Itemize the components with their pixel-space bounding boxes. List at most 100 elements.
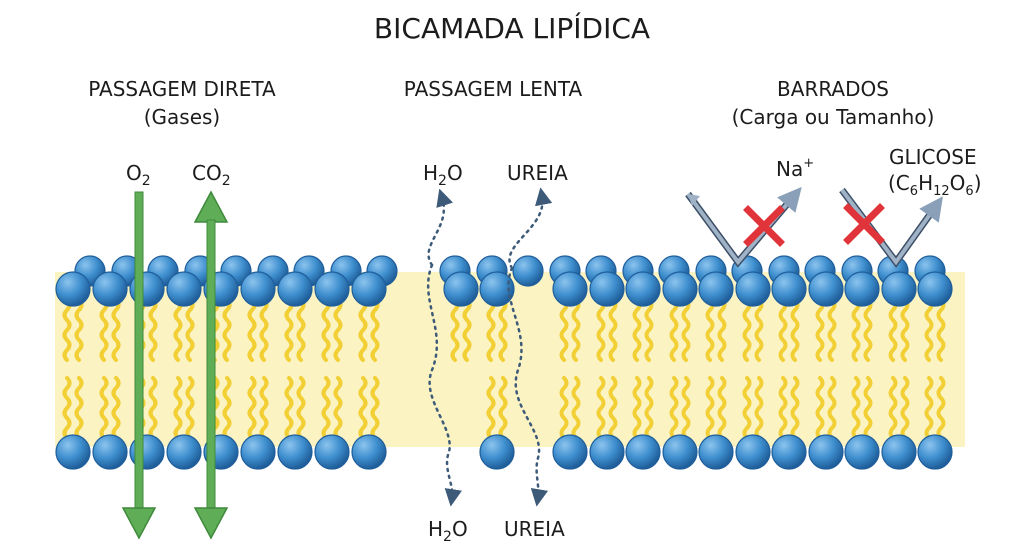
lower-lipid-tail bbox=[358, 376, 368, 440]
upper-lipid-tail bbox=[74, 298, 84, 362]
lipid-head bbox=[917, 434, 953, 470]
lipid-head bbox=[662, 271, 698, 307]
h2o-crossing-path-arrow bbox=[427, 263, 462, 507]
upper-lipid-tail bbox=[559, 298, 569, 362]
co2-passage-arrow bbox=[193, 190, 229, 540]
lower-lipid-tail bbox=[185, 376, 195, 440]
upper-lipid-tail bbox=[681, 298, 691, 362]
upper-lipid-tail bbox=[62, 298, 72, 362]
upper-lipid-tail bbox=[754, 298, 764, 362]
lower-lipid-tail bbox=[827, 376, 837, 440]
lipid-head bbox=[735, 434, 771, 470]
lipid-head bbox=[479, 434, 515, 470]
upper-lipid-tail bbox=[717, 298, 727, 362]
upper-lipid-tail bbox=[815, 298, 825, 362]
upper-lipid-tail bbox=[632, 298, 642, 362]
upper-lipid-tail bbox=[370, 298, 380, 362]
upper-lipid-tail bbox=[778, 298, 788, 362]
upper-lipid-tail bbox=[742, 298, 752, 362]
ureia-upward-path-arrow bbox=[508, 187, 553, 270]
lower-lipid-tail bbox=[99, 376, 109, 440]
h2o-top-label: H2O bbox=[423, 161, 463, 189]
na-blocked-cross bbox=[743, 205, 785, 247]
lower-lipid-tail bbox=[742, 376, 752, 440]
lipid-heads-front-row bbox=[55, 271, 953, 470]
lower-lipid-tail bbox=[669, 376, 679, 440]
lower-lipid-tail bbox=[596, 376, 606, 440]
h2o-bottom-label: H2O bbox=[428, 517, 468, 545]
lipid-head bbox=[240, 434, 276, 470]
na-blocked-arrow bbox=[685, 186, 802, 268]
lower-lipid-tail bbox=[936, 376, 946, 440]
glucose-blocked-cross bbox=[843, 203, 885, 245]
na-ion-label: Na+ bbox=[776, 156, 814, 181]
upper-lipid-tail bbox=[185, 298, 195, 362]
lipid-head bbox=[771, 271, 807, 307]
upper-lipid-tail bbox=[851, 298, 861, 362]
lipid-head bbox=[351, 271, 387, 307]
upper-lipid-tail bbox=[498, 298, 508, 362]
h2o-upward-path-arrow bbox=[427, 188, 454, 267]
lower-lipid-tail bbox=[888, 376, 898, 440]
lower-lipid-tail bbox=[608, 376, 618, 440]
lipid-head bbox=[92, 434, 128, 470]
lower-lipid-tail bbox=[815, 376, 825, 440]
direct-passage-heading: PASSAGEM DIRETA bbox=[88, 77, 276, 101]
lower-lipid-tail bbox=[321, 376, 331, 440]
upper-lipid-tail bbox=[148, 298, 158, 362]
o2-label: O2 bbox=[126, 161, 151, 189]
lower-lipid-tail bbox=[900, 376, 910, 440]
lipid-head bbox=[589, 271, 625, 307]
lower-lipid-tail bbox=[851, 376, 861, 440]
lower-lipid-tail bbox=[681, 376, 691, 440]
upper-lipid-tail bbox=[644, 298, 654, 362]
upper-lipid-tail bbox=[296, 298, 306, 362]
lipid-head bbox=[443, 271, 479, 307]
lipid-head bbox=[881, 434, 917, 470]
glucose-label: GLICOSE bbox=[889, 145, 977, 169]
glucose-formula-label: (C6H12O6) bbox=[888, 171, 982, 199]
lipid-head bbox=[589, 434, 625, 470]
lipid-head bbox=[771, 434, 807, 470]
lipid-head bbox=[277, 434, 313, 470]
lipid-head bbox=[166, 434, 202, 470]
lower-lipid-tail bbox=[571, 376, 581, 440]
blocked-subheading: (Carga ou Tamanho) bbox=[732, 105, 935, 129]
lipid-head bbox=[662, 434, 698, 470]
upper-lipid-tail bbox=[888, 298, 898, 362]
lower-lipid-tail bbox=[644, 376, 654, 440]
lipid-head bbox=[479, 271, 515, 307]
lower-lipid-tail bbox=[632, 376, 642, 440]
lower-lipid-tail bbox=[62, 376, 72, 440]
upper-lipid-tail bbox=[222, 298, 232, 362]
lipid-head bbox=[240, 271, 276, 307]
lipid-head bbox=[917, 271, 953, 307]
o2-passage-arrow bbox=[121, 191, 157, 540]
upper-lipid-tail bbox=[333, 298, 343, 362]
lipid-head bbox=[552, 434, 588, 470]
upper-lipid-tail bbox=[173, 298, 183, 362]
lipid-head bbox=[92, 271, 128, 307]
lower-lipid-tail bbox=[863, 376, 873, 440]
lower-lipid-tail bbox=[498, 376, 508, 440]
upper-lipid-tail bbox=[450, 298, 460, 362]
upper-lipid-tail bbox=[705, 298, 715, 362]
lower-lipid-tail bbox=[247, 376, 257, 440]
upper-lipid-tail bbox=[827, 298, 837, 362]
upper-lipid-tail bbox=[321, 298, 331, 362]
upper-lipid-tail bbox=[790, 298, 800, 362]
lower-lipid-tail bbox=[111, 376, 121, 440]
direct-passage-subheading: (Gases) bbox=[144, 105, 221, 129]
ureia-bottom-label: UREIA bbox=[504, 517, 565, 541]
co2-label: CO2 bbox=[192, 161, 231, 189]
upper-lipid-tail bbox=[99, 298, 109, 362]
upper-lipid-tail bbox=[462, 298, 472, 362]
upper-lipid-tail bbox=[111, 298, 121, 362]
lipid-head bbox=[314, 271, 350, 307]
lipid-head bbox=[512, 255, 544, 287]
lower-lipid-tail bbox=[296, 376, 306, 440]
lipid-head bbox=[844, 271, 880, 307]
lipid-head bbox=[314, 434, 350, 470]
lower-lipid-tail bbox=[559, 376, 569, 440]
